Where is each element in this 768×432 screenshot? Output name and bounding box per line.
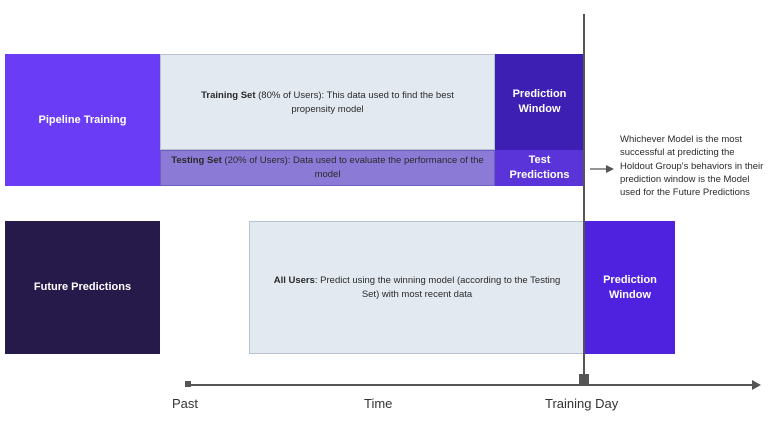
training-day-marker-line: [583, 14, 585, 384]
test-predictions-label: Test Predictions: [509, 154, 570, 181]
testing-set-title: Testing Set: [171, 155, 222, 167]
all-users-text: : Predict using the winning model (accor…: [314, 274, 561, 300]
pipeline-training-box: Pipeline Training: [5, 54, 160, 186]
axis-label-time: Time: [364, 396, 393, 411]
prediction-window-bottom-box: Prediction Window: [585, 221, 675, 354]
training-set-description: Training Set (80% of Users): This data u…: [179, 89, 476, 117]
prediction-window-top-label: Prediction Window: [512, 88, 567, 115]
timeline-start-marker: [185, 381, 191, 387]
timeline-axis: [189, 384, 754, 386]
testing-set-box: Testing Set (20% of Users): Data used to…: [160, 150, 495, 186]
axis-label-past: Past: [172, 396, 199, 411]
training-set-box: Training Set (80% of Users): This data u…: [160, 54, 495, 150]
training-set-text: (80% of Users): This data used to find t…: [255, 90, 454, 115]
pipeline-training-label: Pipeline Training: [38, 113, 127, 126]
prediction-window-bottom-label: Prediction Window: [603, 273, 657, 301]
all-users-title: All Users: [273, 274, 315, 286]
axis-label-training-day: Training Day: [545, 396, 619, 411]
timeline-arrowhead-icon: [752, 380, 761, 390]
arrow-right-icon: [590, 165, 614, 173]
prediction-window-top-box: Prediction Window: [495, 54, 584, 150]
test-predictions-box: Test Predictions: [495, 150, 584, 186]
all-users-description: All Users: Predict using the winning mod…: [272, 274, 562, 302]
future-predictions-box: Future Predictions: [5, 221, 160, 354]
model-selection-note: Whichever Model is the most successful a…: [620, 134, 764, 199]
training-set-title: Training Set: [201, 90, 256, 101]
testing-set-description: Testing Set (20% of Users): Data used to…: [171, 154, 484, 182]
training-day-marker: [579, 374, 589, 384]
all-users-box: All Users: Predict using the winning mod…: [249, 221, 585, 354]
testing-set-text: (20% of Users): Data used to evaluate th…: [221, 155, 484, 180]
future-predictions-label: Future Predictions: [33, 281, 132, 294]
